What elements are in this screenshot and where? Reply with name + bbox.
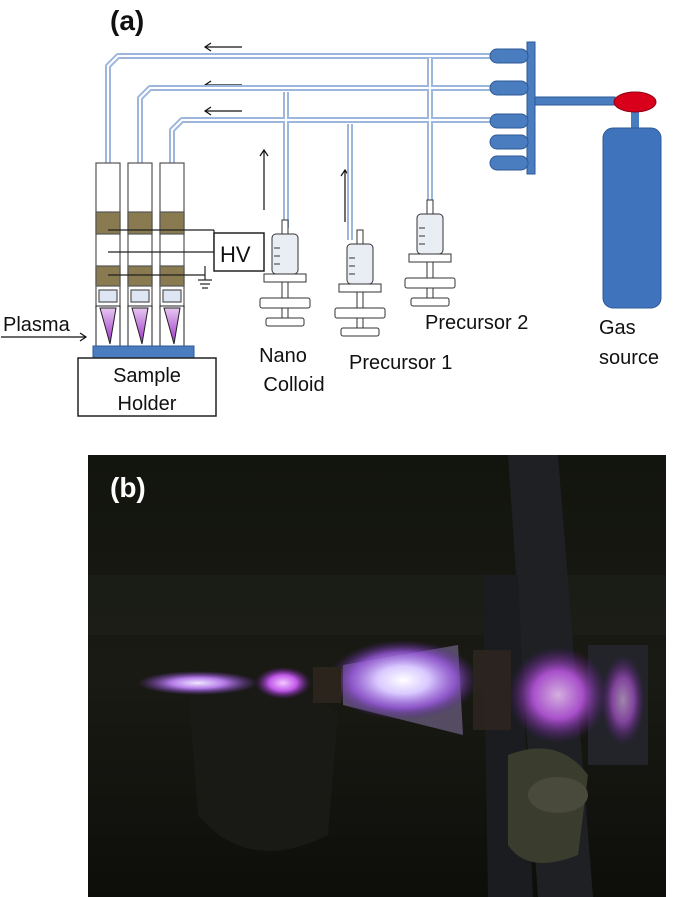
- sample-holder-label-1: Sample: [113, 365, 181, 387]
- hv-box: [213, 232, 265, 272]
- syringe-nano-colloid: [259, 219, 311, 327]
- syringe-precursor-2: [404, 199, 456, 307]
- nano-colloid-label-1: Nano: [259, 345, 307, 367]
- manifold: [489, 41, 616, 175]
- panel-a-label: (a): [110, 5, 144, 36]
- sample-holder-label-2: Holder: [118, 393, 177, 415]
- gas-source-label-1: Gas: [599, 317, 636, 339]
- sample-stage: [92, 345, 195, 359]
- valve-knob: [613, 91, 657, 113]
- plasma-jet-photo: (b): [88, 455, 666, 897]
- precursor-1-label: Precursor 1: [349, 352, 452, 374]
- gas-source-label-2: source: [599, 347, 659, 369]
- sample-holder-box: [77, 357, 217, 417]
- hv-label: HV: [220, 242, 251, 267]
- precursor-2-label: Precursor 2: [425, 312, 528, 334]
- nano-colloid-label-2: Colloid: [263, 374, 324, 396]
- plasma-jets: [95, 162, 185, 347]
- syringe-precursor-1: [334, 229, 386, 337]
- panel-b-label: (b): [110, 472, 146, 503]
- setup-schematic: (a): [1, 5, 662, 417]
- plasma-label: Plasma: [3, 314, 71, 336]
- gas-cylinder: [602, 91, 662, 309]
- plasma-plumes: [95, 305, 185, 347]
